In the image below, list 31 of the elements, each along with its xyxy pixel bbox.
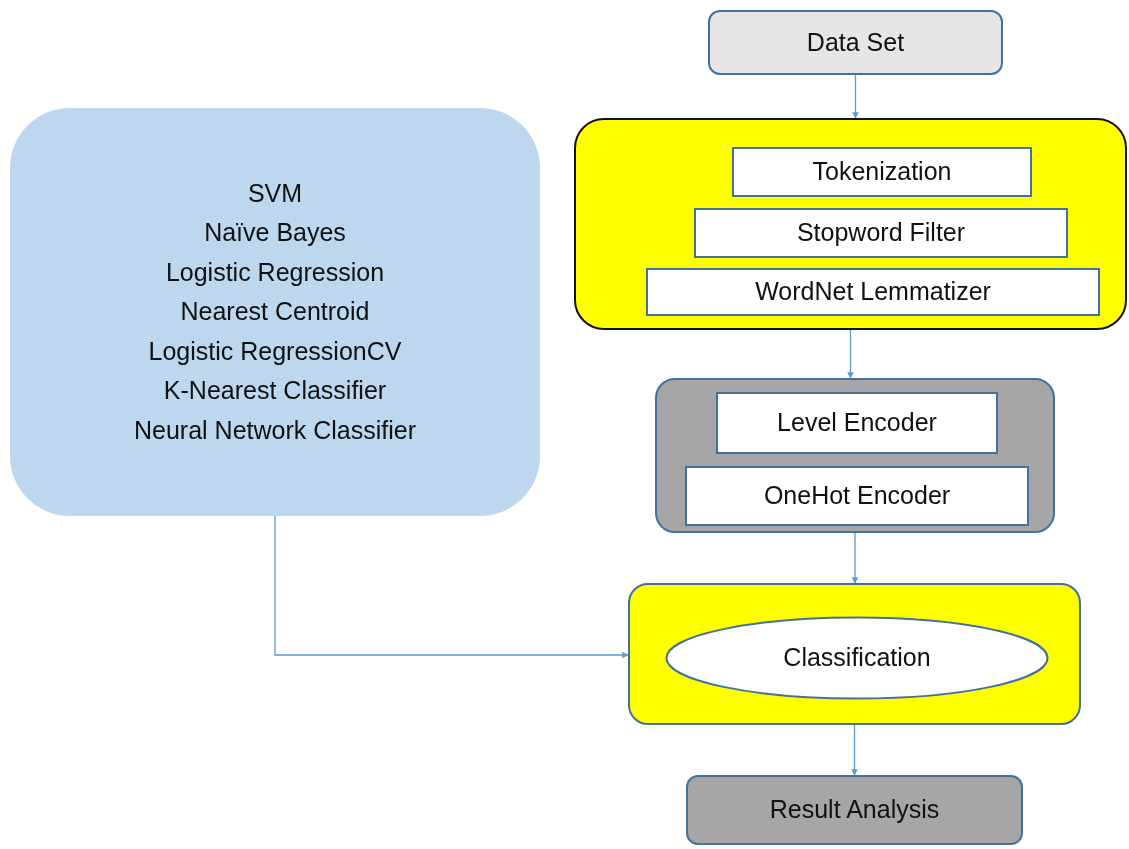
node-label: OneHot Encoder [763, 480, 951, 512]
process-box [646, 268, 1100, 316]
encoding-panel [655, 378, 1055, 533]
node-label: Level Encoder [777, 407, 937, 439]
classifier-name: Naïve Bayes [204, 217, 346, 249]
classifier-name: Neural Network Classifier [134, 414, 416, 446]
arrow [851, 532, 859, 584]
node-label: Tokenization [812, 156, 952, 188]
node-label: Stopword Filter [796, 217, 966, 249]
classification-panel [628, 583, 1081, 725]
node-label: Data Set [806, 26, 905, 58]
arrow [852, 74, 859, 119]
arrow [847, 329, 854, 379]
arrow [851, 724, 858, 776]
preprocessing-panel [574, 118, 1127, 330]
classifier-name: SVM [247, 177, 303, 209]
classifier-name: Nearest Centroid [180, 296, 370, 328]
classifier-name: Logistic RegressionCV [148, 335, 402, 367]
arrow [274, 515, 629, 659]
node-label: Classification [783, 642, 931, 674]
node-label: Result Analysis [769, 794, 940, 826]
process-box [686, 775, 1023, 845]
process-box [685, 466, 1029, 526]
node-label: WordNet Lemmatizer [755, 276, 991, 308]
classifier-panel [10, 108, 540, 516]
process-box [708, 10, 1003, 75]
classifier-name: Logistic Regression [165, 256, 385, 288]
process-box [716, 392, 998, 454]
process-box [694, 208, 1068, 258]
process-box [732, 147, 1032, 197]
classifier-name: K-Nearest Classifier [163, 375, 387, 407]
